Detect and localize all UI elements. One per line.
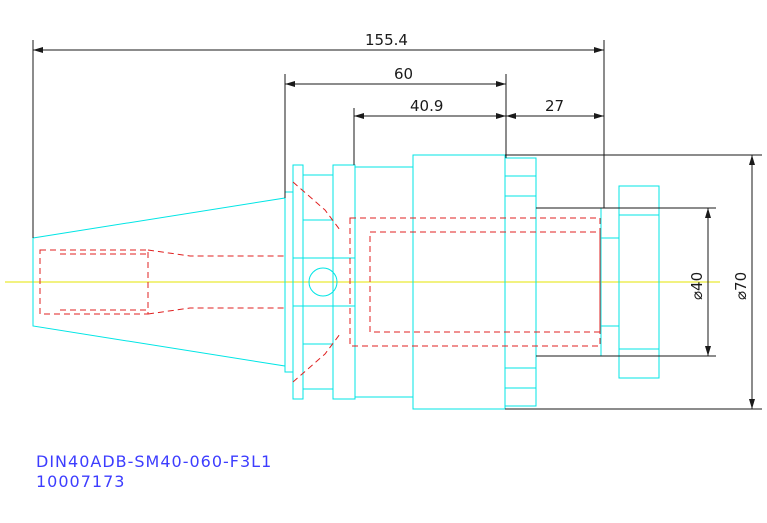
overall-length-label: 155.4 (365, 31, 408, 49)
hidden-lines (39, 181, 601, 383)
body-length-label: 60 (394, 65, 413, 83)
dimension-arrows (33, 47, 755, 409)
part-number: 10007173 (36, 472, 126, 491)
body-diameter-label: ⌀70 (732, 272, 750, 300)
visible-outline (32, 154, 660, 410)
part-name: DIN40ADB-SM40-060-F3L1 (36, 452, 273, 471)
collet-length-label: 40.9 (410, 97, 443, 115)
dimension-lines (32, 40, 762, 410)
nose-diameter-label: ⌀40 (688, 272, 706, 300)
nose-length-label: 27 (545, 97, 564, 115)
